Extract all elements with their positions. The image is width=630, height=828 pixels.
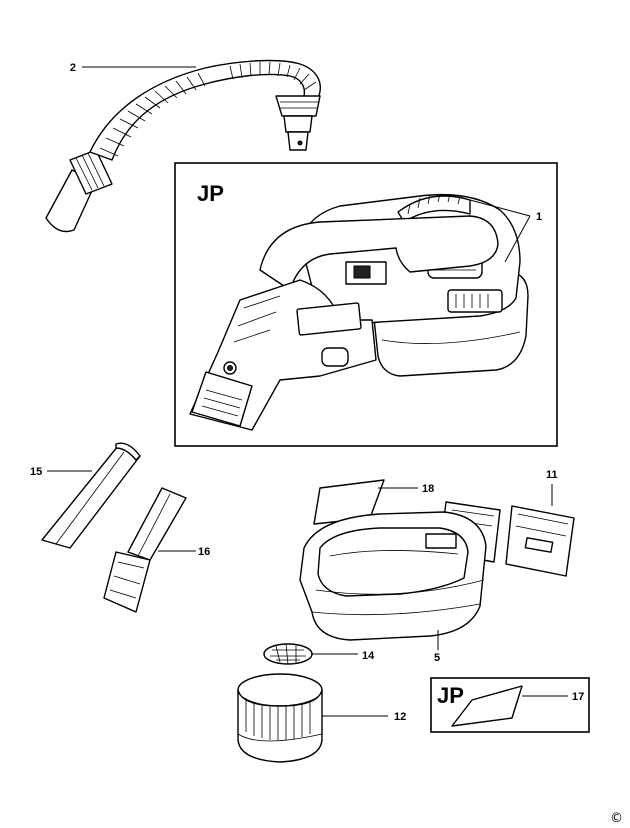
callout-16: 16	[198, 546, 210, 558]
main-jp-box	[174, 162, 558, 447]
filter-part-12	[237, 673, 323, 763]
hose-corrugations	[99, 61, 317, 157]
dust-bowl-part-5	[299, 511, 487, 641]
region-label-small: JP	[437, 683, 464, 708]
leader-lines	[47, 66, 568, 717]
callout-5: 5	[434, 652, 440, 664]
callout-17: 17	[572, 691, 584, 703]
callout-1: 1	[536, 211, 542, 223]
callout-14: 14	[362, 650, 375, 662]
callout-12: 12	[394, 711, 406, 723]
upholstery-tool-part-16	[103, 487, 187, 613]
callout-2: 2	[70, 62, 76, 74]
crevice-tool-part-15	[41, 442, 141, 549]
callout-11: 11	[546, 469, 558, 481]
vacuum-body	[189, 193, 529, 431]
small-jp-box	[430, 677, 590, 733]
copyright-mark: ©	[610, 811, 623, 826]
hose-part-2	[45, 59, 321, 233]
callout-18: 18	[422, 483, 434, 495]
callout-15: 15	[30, 466, 42, 478]
filter-pleats	[245, 698, 311, 740]
prefilter-part-14	[263, 643, 313, 665]
region-label-main: JP	[197, 181, 224, 206]
